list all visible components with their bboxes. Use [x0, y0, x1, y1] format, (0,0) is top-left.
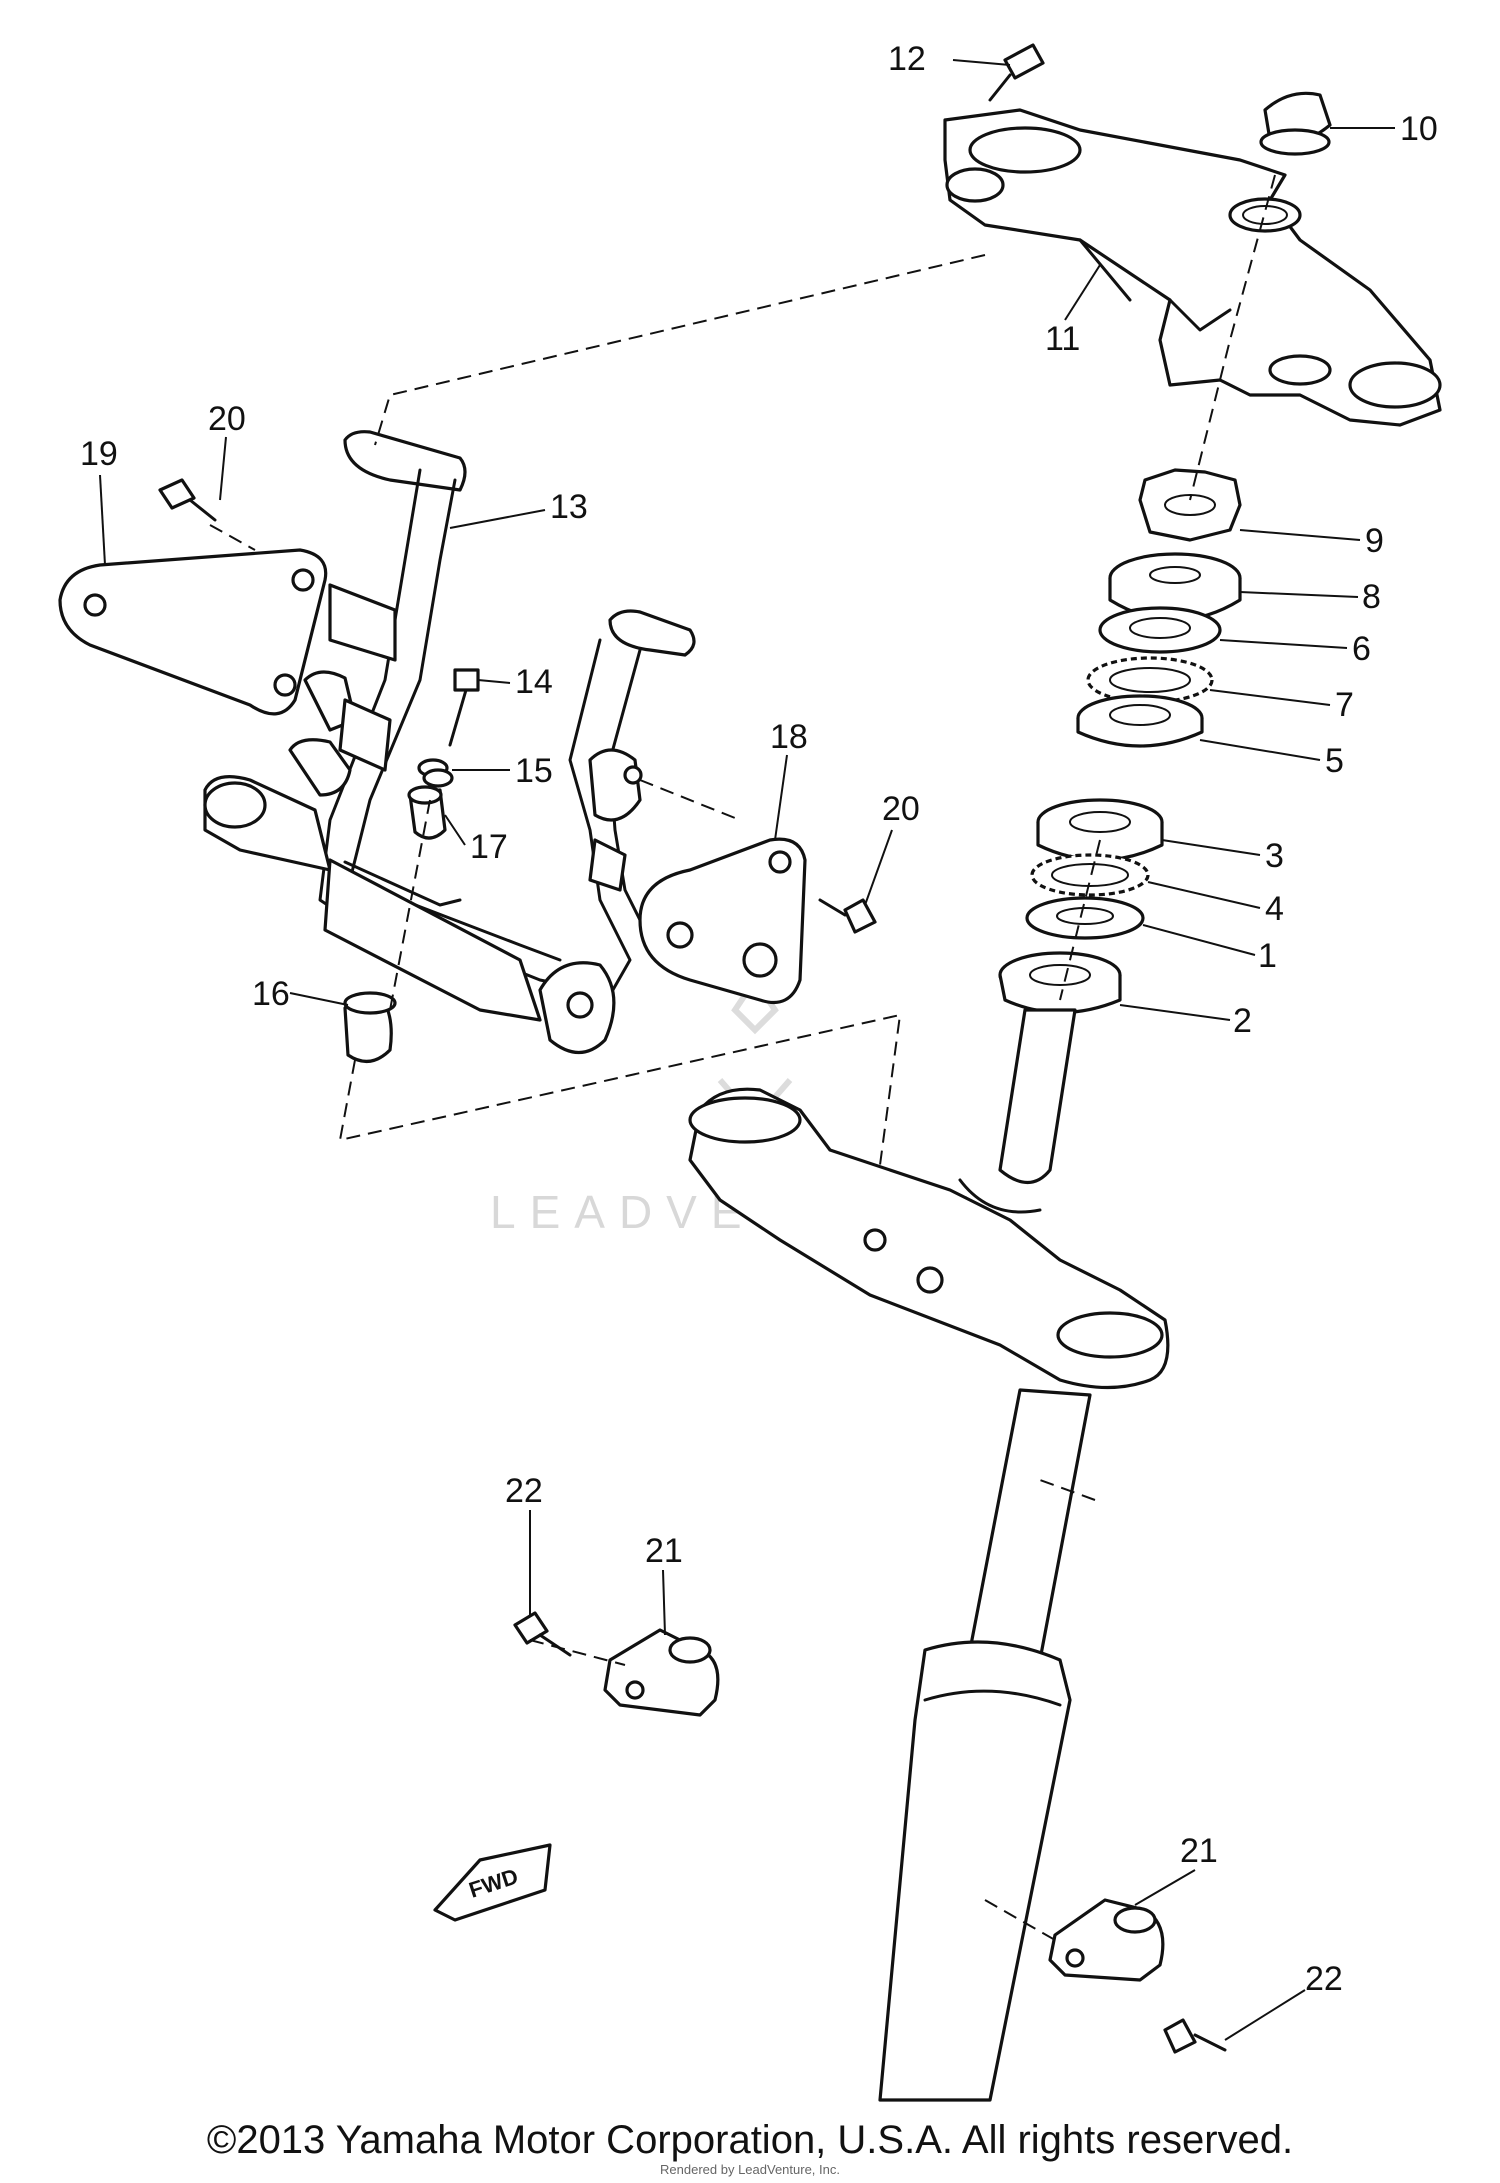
clamp-part-21-lower — [1048, 1898, 1165, 1982]
label-part-18: 18 — [770, 718, 808, 756]
bolt-part-20-upper — [158, 478, 217, 522]
assembly-guide-lines — [209, 174, 1276, 1941]
label-part-5: 5 — [1325, 742, 1344, 780]
label-part-20-upper: 20 — [208, 400, 246, 438]
grommet-part-16 — [343, 991, 397, 1063]
nut-part-10 — [1259, 91, 1332, 156]
bolt-part-14 — [448, 668, 480, 747]
part-labels: 12 10 11 9 8 6 7 5 3 4 1 2 13 19 20 14 1… — [80, 40, 1438, 1998]
label-part-9: 9 — [1365, 522, 1384, 560]
bolt-part-22-lower — [1163, 2018, 1227, 2054]
label-part-1: 1 — [1258, 937, 1277, 975]
seal-part-2 — [998, 951, 1122, 1015]
washer-part-15 — [417, 758, 454, 788]
fork-tube — [878, 1388, 1092, 2102]
bracket-part-18 — [638, 837, 807, 1005]
race-part-1 — [1025, 896, 1145, 940]
bolt-part-22-upper — [513, 1611, 572, 1657]
label-part-15: 15 — [515, 752, 553, 790]
race-part-6 — [1098, 606, 1222, 654]
label-part-21-lower: 21 — [1180, 1832, 1218, 1870]
steering-stem-lower-bracket — [688, 1008, 1170, 1390]
label-part-22-upper: 22 — [505, 1472, 543, 1510]
label-part-20-lower: 20 — [882, 790, 920, 828]
label-part-12: 12 — [888, 40, 926, 78]
collar-part-17 — [407, 785, 447, 840]
ring-nut-part-9 — [1138, 468, 1242, 542]
label-part-22-lower: 22 — [1305, 1960, 1343, 1998]
label-part-21-upper: 21 — [645, 1532, 683, 1570]
label-part-6: 6 — [1352, 630, 1371, 668]
rendered-by-note: Rendered by LeadVenture, Inc. — [660, 2162, 840, 2177]
label-part-19: 19 — [80, 435, 118, 473]
copyright-notice: ©2013 Yamaha Motor Corporation, U.S.A. A… — [206, 2118, 1294, 2162]
label-part-10: 10 — [1400, 110, 1438, 148]
ball-race-part-7 — [1086, 656, 1214, 704]
upper-bracket-part-11 — [943, 108, 1442, 427]
headlight-stay-part-13 — [203, 430, 696, 1054]
label-part-13: 13 — [550, 488, 588, 526]
clamp-part-21-upper — [603, 1628, 720, 1717]
race-part-5 — [1076, 694, 1204, 748]
bolt-part-20-lower — [818, 898, 877, 934]
label-part-7: 7 — [1335, 686, 1354, 724]
bolt-part-12 — [988, 43, 1045, 102]
race-part-3 — [1036, 798, 1164, 862]
fwd-arrow-mark: FWD — [433, 1843, 552, 1922]
label-part-17: 17 — [470, 828, 508, 866]
ball-race-part-4 — [1030, 853, 1150, 897]
leader-lines — [99, 59, 1395, 2041]
label-part-2: 2 — [1233, 1002, 1252, 1040]
label-part-4: 4 — [1265, 890, 1284, 928]
label-part-11: 11 — [1045, 320, 1080, 358]
label-part-3: 3 — [1265, 837, 1284, 875]
label-part-8: 8 — [1362, 578, 1381, 616]
label-part-16: 16 — [252, 975, 290, 1013]
label-part-14: 14 — [515, 663, 553, 701]
bracket-part-19 — [58, 548, 328, 716]
